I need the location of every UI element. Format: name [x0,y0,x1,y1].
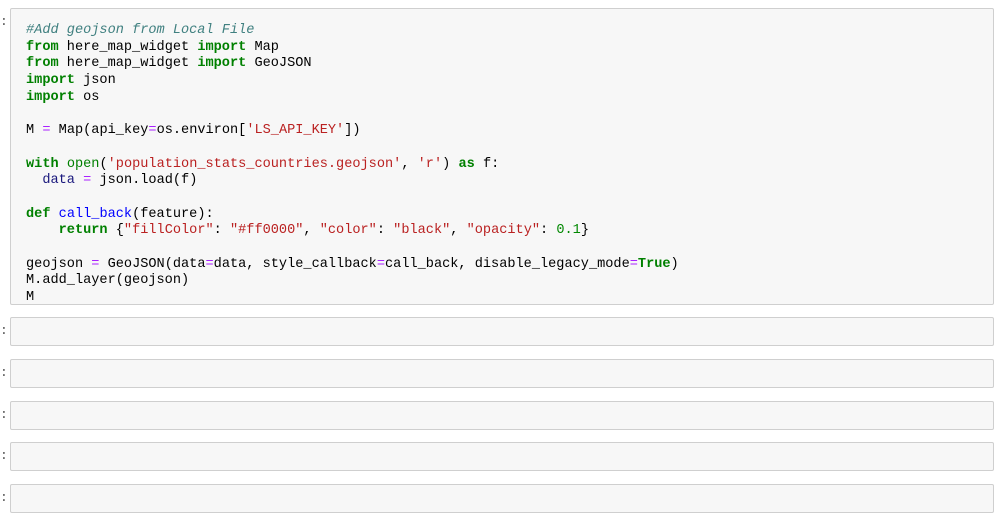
code-token: call_back [58,206,133,222]
cell-prompt: : [0,323,8,338]
code-token: "opacity" [466,223,541,239]
code-token: import [197,39,247,55]
code-token: f: [474,156,500,172]
code-token: ]) [344,123,361,139]
code-token: (feature): [132,206,214,222]
code-line: import os [26,90,679,107]
empty-code-cell[interactable] [10,317,994,346]
code-token: ) [670,256,679,272]
code-token: , [303,223,320,239]
code-token: M [26,123,43,139]
code-token: 0.1 [556,223,581,239]
code-token: : [540,223,557,239]
code-line: from here_map_widget import GeoJSON [26,56,679,73]
code-token: "#ff0000" [229,223,304,239]
code-token: : [213,223,230,239]
code-token [75,173,83,188]
code-token: Map(api_key [50,123,149,139]
code-token: json [74,73,116,89]
code-line [26,106,679,123]
empty-code-cell[interactable] [10,484,994,513]
code-token: data [42,173,75,189]
code-token: 'population_stats_countries.geojson' [107,156,402,172]
code-token: return [58,223,108,239]
code-token [50,207,58,222]
cell-prompt: : [0,448,8,463]
code-line: geojson = GeoJSON(data=data, style_callb… [26,257,679,274]
code-token: = [91,256,100,272]
code-token: data, style_callback [213,256,377,272]
code-token: from [26,56,59,72]
code-token: GeoJSON(data [99,256,206,272]
empty-code-cell[interactable] [10,442,994,471]
code-line: M.add_layer(geojson) [26,273,679,290]
code-token: 'LS_API_KEY' [246,123,345,139]
code-token: = [42,123,51,139]
code-token: import [197,56,247,72]
cell-prompt: : [0,490,8,505]
code-token: json.load(f) [91,173,198,189]
code-token: geojson [26,256,92,272]
code-token: as [458,156,475,172]
code-token: , [450,223,467,239]
code-line: with open('population_stats_countries.ge… [26,157,679,174]
code-line [26,140,679,157]
code-token: open [66,156,100,172]
code-token: , [401,156,418,172]
code-token: here_map_widget [58,56,198,72]
code-token: "color" [319,223,377,239]
code-token: with [26,156,59,172]
code-token: = [205,256,214,272]
code-token: call_back, disable_legacy_mode [385,256,630,272]
code-line: return {"fillColor": "#ff0000", "color":… [26,223,679,240]
code-token [59,157,67,172]
code-line [26,190,679,207]
code-token: Map [246,39,279,55]
code-token: = [629,256,638,272]
code-token: = [148,123,157,139]
code-token: 'r' [417,156,443,172]
code-token: : [376,223,394,239]
code-line: import json [26,73,679,90]
code-token: import [26,73,75,89]
code-token: GeoJSON [246,56,312,72]
cell-prompt: : [0,407,8,422]
code-line: def call_back(feature): [26,207,679,224]
code-line: M = Map(api_key=os.environ['LS_API_KEY']… [26,123,679,140]
code-token: here_map_widget [58,39,198,55]
code-line: #Add geojson from Local File [26,23,679,40]
code-token: ) [442,156,459,172]
code-token: } [580,223,590,239]
code-token [26,173,42,188]
code-token: os [74,89,100,105]
code-token: M.add_layer(geojson) [26,273,190,289]
code-token: M [26,290,35,305]
code-token: "fillColor" [123,223,214,239]
code-token: import [26,89,75,105]
code-line: from here_map_widget import Map [26,40,679,57]
code-line: data = json.load(f) [26,173,679,190]
code-token: def [26,206,51,222]
code-token: True [637,256,671,272]
cell-prompt: : [0,365,8,380]
code-token: ( [99,156,108,172]
empty-code-cell[interactable] [10,401,994,430]
code-token: from [26,39,59,55]
code-line: M [26,290,679,307]
code-token: = [376,256,385,272]
cell-prompt: : [0,14,8,29]
code-token: "black" [393,223,451,239]
empty-code-cell[interactable] [10,359,994,388]
code-token: os.environ[ [156,123,247,139]
code-token [26,223,59,238]
code-token: = [83,173,92,189]
code-line [26,240,679,257]
code-token: { [107,223,124,239]
code-token: #Add geojson from Local File [26,23,255,38]
